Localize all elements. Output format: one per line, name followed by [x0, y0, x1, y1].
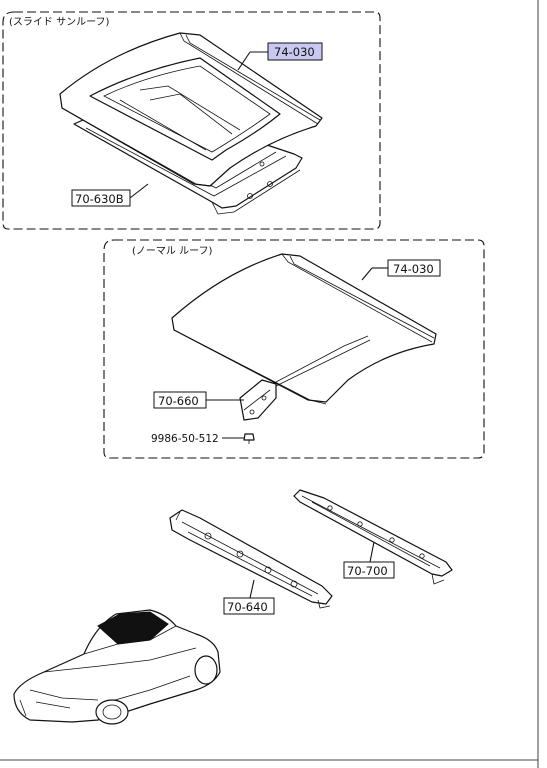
car-illustration — [13, 609, 221, 725]
normal-roof-panel-part — [171, 253, 437, 405]
callout-sunroof-panel: 74-030 — [274, 45, 315, 59]
callout-sunroof-panel-box — [267, 42, 323, 61]
callout-rear-rail-box — [343, 561, 395, 579]
rear-rail-part — [293, 489, 453, 585]
leader-rear-rail — [369, 541, 375, 563]
slide-sunroof-outline — [2, 11, 381, 230]
callout-roof-bracket-box — [153, 391, 207, 409]
callout-normal-roof-panel-box — [387, 259, 441, 277]
sunroof-panel-part — [59, 32, 323, 187]
front-rail-part — [169, 509, 333, 609]
slide-sunroof-group: (スライド サンルーフ) 74-030 — [2, 11, 381, 230]
bolt-part — [243, 433, 255, 444]
callout-front-rail-box — [223, 597, 275, 615]
normal-roof-outline — [103, 239, 485, 459]
slide-sunroof-header: (スライド サンルーフ) — [9, 16, 109, 28]
callout-normal-roof-panel: 74-030 — [393, 262, 434, 276]
callout-roof-bracket: 70-660 — [158, 394, 199, 408]
callout-sunroof-frame: 70-630B — [75, 192, 124, 206]
leader-front-rail — [249, 579, 255, 599]
normal-roof-header: (ノーマル ルーフ) — [132, 246, 212, 257]
leader-sunroof-frame — [129, 183, 149, 199]
roof-bracket-part — [239, 379, 277, 421]
normal-roof-group: (ノーマル ルーフ) 74-030 70-660 — [103, 239, 485, 459]
callout-bolt: 9986-50-512 — [151, 433, 219, 445]
callout-sunroof-frame-box — [71, 189, 131, 207]
callout-rear-rail: 70-700 — [347, 564, 388, 578]
callout-front-rail: 70-640 — [227, 600, 268, 614]
